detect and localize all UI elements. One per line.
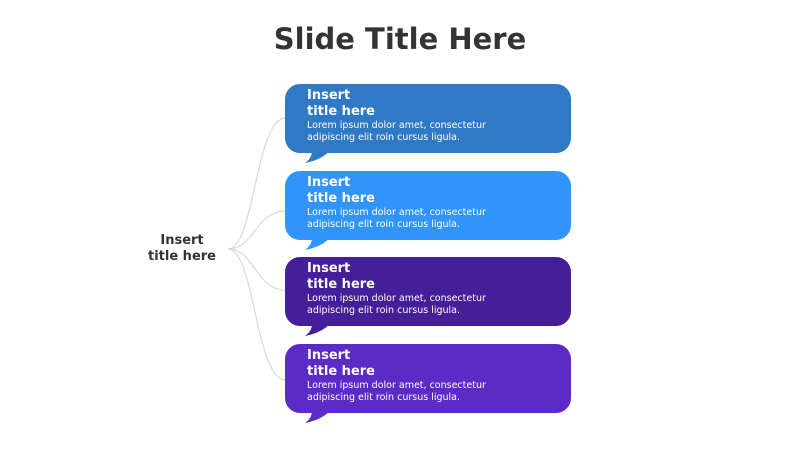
center-title-line2: title here [148,249,216,264]
bubble-body-1-line1: Lorem ipsum dolor amet, consectetur [307,120,486,131]
bubble-title-4-line2: title here [307,364,375,379]
bubble-tail-3 [305,319,333,336]
speech-bubble-3: Insert title here Lorem ipsum dolor amet… [285,257,571,336]
bubble-title-1-line2: title here [307,104,375,119]
bubble-body-2-line1: Lorem ipsum dolor amet, consectetur [307,207,486,218]
bubble-title-4-line1: Insert [307,348,351,363]
connector-2 [227,210,287,250]
connector-3 [227,248,287,291]
center-title: Insert title here [138,233,226,265]
speech-bubble-4: Insert title here Lorem ipsum dolor amet… [285,344,571,423]
bubble-title-4: Insert title here [307,348,427,380]
bubble-body-1-line2: adipiscing elit roin cursus ligula. [307,132,461,143]
bubble-title-3: Insert title here [307,261,427,293]
bubble-body-4-line2: adipiscing elit roin cursus ligula. [307,392,461,403]
bubble-tail-4 [305,406,333,423]
bubble-title-3-line2: title here [307,277,375,292]
bubble-title-1-line1: Insert [307,88,351,103]
bubble-title-2-line2: title here [307,191,375,206]
bubble-title-2-line1: Insert [307,175,351,190]
bubble-title-2: Insert title here [307,175,427,207]
connector-1 [227,117,287,250]
bubble-body-3-line1: Lorem ipsum dolor amet, consectetur [307,293,486,304]
speech-bubble-1: Insert title here Lorem ipsum dolor amet… [285,84,571,163]
bubble-body-1: Lorem ipsum dolor amet, consectetur adip… [307,120,547,144]
center-title-line1: Insert [160,233,204,248]
bubble-title-1: Insert title here [307,88,427,120]
bubble-body-3-line2: adipiscing elit roin cursus ligula. [307,305,461,316]
bubble-body-2: Lorem ipsum dolor amet, consectetur adip… [307,207,547,231]
bubble-body-4-line1: Lorem ipsum dolor amet, consectetur [307,380,486,391]
bubble-title-3-line1: Insert [307,261,351,276]
bubble-body-4: Lorem ipsum dolor amet, consectetur adip… [307,380,547,404]
bubble-tail-2 [305,233,333,250]
speech-bubble-2: Insert title here Lorem ipsum dolor amet… [285,171,571,250]
slide-title: Slide Title Here [273,22,527,56]
bubble-tail-1 [305,146,333,163]
bubble-body-2-line2: adipiscing elit roin cursus ligula. [307,219,461,230]
connector-4 [227,248,287,381]
bubble-body-3: Lorem ipsum dolor amet, consectetur adip… [307,293,547,317]
